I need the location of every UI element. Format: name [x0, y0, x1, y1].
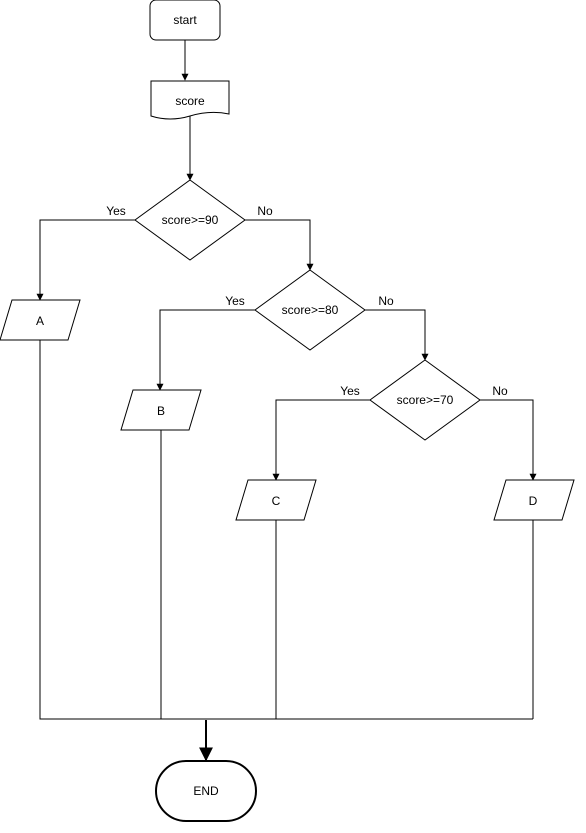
- connector-cond3-yes: [272, 399, 370, 481]
- condition-1-yes-label: Yes: [106, 204, 126, 218]
- end-label: END: [193, 784, 219, 798]
- connector-cond2-no: [365, 309, 429, 361]
- output-d-parallelogram: [493, 479, 575, 521]
- output-c-label: C: [272, 494, 281, 508]
- output-a-parallelogram: [0, 299, 81, 341]
- output-b: B: [120, 389, 202, 431]
- score-label: score: [175, 94, 205, 108]
- score-document-shape: [150, 80, 230, 120]
- start-box: [149, 0, 221, 41]
- condition-3-yes-label: Yes: [340, 384, 360, 398]
- condition-1-label: score>=90: [162, 213, 219, 227]
- condition-2-yes-label: Yes: [225, 294, 245, 308]
- start-label: start: [173, 13, 197, 27]
- end-node: END: [155, 760, 257, 822]
- start-node: start: [149, 0, 221, 41]
- output-a-label: A: [36, 314, 44, 328]
- score-node: score: [150, 80, 230, 120]
- output-a: A: [0, 299, 81, 341]
- condition-3-label: score>=70: [397, 393, 454, 407]
- condition-2-no-label: No: [378, 294, 394, 308]
- connectors: [36, 40, 537, 762]
- end-terminator: [155, 760, 257, 822]
- connector-merge-bottom: [39, 340, 533, 720]
- connector-cond3-no: [480, 399, 537, 481]
- condition-3: score>=70 Yes No: [340, 359, 508, 441]
- connector-cond1-yes: [36, 219, 135, 301]
- condition-2-label: score>=80: [282, 303, 339, 317]
- condition-3-no-label: No: [492, 384, 508, 398]
- decision-diamond-2: [254, 269, 366, 351]
- connector-cond1-no: [245, 219, 314, 271]
- output-d-label: D: [529, 494, 538, 508]
- connector-cond2-yes: [156, 309, 255, 391]
- decision-diamond-1: [134, 179, 246, 261]
- output-b-label: B: [157, 404, 165, 418]
- condition-2: score>=80 Yes No: [225, 269, 394, 351]
- output-b-parallelogram: [120, 389, 202, 431]
- condition-1: score>=90 Yes No: [106, 179, 273, 261]
- output-c-parallelogram: [235, 479, 317, 521]
- output-d: D: [493, 479, 575, 521]
- output-c: C: [235, 479, 317, 521]
- decision-diamond-3: [369, 359, 481, 441]
- condition-1-no-label: No: [257, 204, 273, 218]
